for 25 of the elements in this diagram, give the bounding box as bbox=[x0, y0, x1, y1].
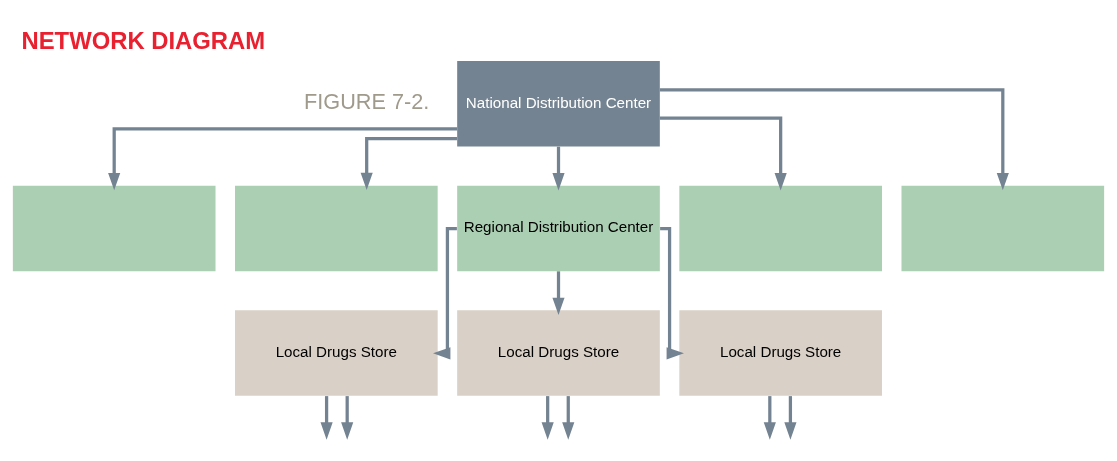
arrow bbox=[360, 136, 457, 190]
arrow bbox=[552, 146, 565, 190]
node-box bbox=[235, 185, 438, 271]
node-box bbox=[679, 185, 882, 271]
arrow bbox=[660, 226, 684, 359]
arrow bbox=[784, 395, 797, 440]
diagram-title: NETWORK DIAGRAM bbox=[21, 26, 266, 54]
node-box: National Distribution Center bbox=[457, 60, 660, 147]
node-box: Local Drugs Store bbox=[235, 309, 438, 396]
node-box: Local Drugs Store bbox=[457, 309, 660, 396]
arrow bbox=[763, 395, 776, 440]
node-box: Regional Distribution Center bbox=[457, 185, 660, 271]
arrow bbox=[108, 126, 458, 190]
arrow bbox=[433, 226, 457, 359]
arrow bbox=[341, 395, 354, 440]
node-box: Local Drugs Store bbox=[679, 309, 882, 396]
arrow bbox=[320, 395, 333, 440]
arrow bbox=[552, 270, 565, 315]
arrow bbox=[541, 395, 554, 440]
arrow bbox=[659, 87, 1009, 190]
node-box bbox=[901, 185, 1105, 271]
label: FIGURE 7-2. bbox=[304, 88, 430, 114]
arrow bbox=[562, 395, 575, 440]
node-box bbox=[12, 185, 216, 271]
arrow bbox=[659, 116, 787, 190]
